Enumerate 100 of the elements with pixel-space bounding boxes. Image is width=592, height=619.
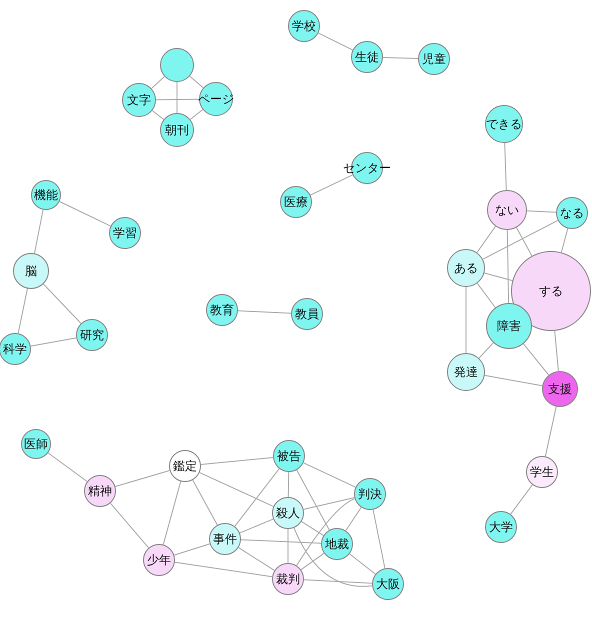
word-circle	[372, 568, 404, 600]
word-label: 地裁	[325, 536, 349, 552]
word-label: 精神	[88, 482, 112, 500]
word-circle	[321, 528, 353, 560]
word-label: 事件	[213, 530, 237, 548]
word-circle	[280, 186, 312, 218]
word-circle	[209, 523, 241, 555]
word-circle	[486, 303, 532, 349]
connector-line	[190, 109, 204, 120]
connector-line	[478, 342, 494, 359]
word-label: 文字	[127, 92, 151, 108]
word-circle	[76, 319, 108, 351]
connector-line	[523, 343, 550, 376]
word-label: 医療	[284, 194, 308, 210]
connector-line	[504, 142, 507, 190]
word-label: 支援	[548, 380, 572, 398]
word-circle	[199, 82, 233, 116]
word-label: 教員	[295, 306, 319, 322]
connector-line	[526, 210, 556, 213]
connector-line	[510, 484, 533, 515]
word-label: 少年	[147, 552, 171, 568]
connector-line	[310, 174, 354, 196]
word-label: センター	[343, 160, 391, 176]
connector-line	[554, 330, 559, 372]
connector-line	[114, 470, 170, 487]
word-circle	[556, 197, 588, 229]
connector-line	[304, 579, 372, 584]
word-circle	[418, 43, 450, 75]
word-label: 発達	[454, 364, 478, 380]
word-label: 大学	[489, 518, 513, 536]
connector-line	[48, 452, 88, 482]
connector-line	[162, 480, 182, 546]
connector-line	[382, 57, 418, 59]
connector-line	[296, 470, 330, 530]
word-circle	[206, 294, 238, 326]
word-circle	[291, 298, 323, 330]
word-label: 鑑定	[173, 458, 197, 474]
word-circle	[447, 249, 485, 287]
word-label: 学習	[113, 224, 137, 242]
word-label: 生徒	[355, 48, 379, 66]
connector-line	[484, 374, 543, 386]
connector-line	[176, 82, 178, 114]
connector-line	[482, 220, 558, 260]
connector-line	[240, 539, 322, 544]
word-label: 脳	[25, 262, 37, 280]
word-label: 児童	[422, 50, 446, 68]
word-circle	[122, 83, 156, 117]
word-circle	[109, 217, 141, 249]
connector-line	[516, 227, 532, 256]
word-label: 機能	[34, 186, 58, 204]
connector-line	[152, 110, 164, 120]
connector-line	[200, 457, 274, 465]
connector-line	[296, 498, 356, 566]
connector-line	[192, 480, 218, 526]
connector-line	[301, 521, 324, 536]
word-circle	[351, 41, 383, 73]
word-circle	[288, 10, 320, 42]
word-circle	[485, 105, 523, 143]
connector-line	[151, 76, 165, 89]
word-circle	[272, 563, 304, 595]
word-label: 医師	[24, 436, 48, 452]
connector-line	[238, 310, 292, 314]
connector-line	[484, 272, 513, 282]
word-circle	[0, 333, 31, 365]
connector-line	[234, 468, 280, 527]
word-label: ない	[495, 202, 519, 218]
connector-line	[476, 226, 496, 253]
connector-line	[199, 472, 274, 507]
word-label: なる	[560, 204, 584, 222]
connector-line	[476, 282, 496, 308]
word-circle	[273, 440, 305, 472]
word-label: 障害	[497, 318, 521, 334]
word-circle	[354, 478, 386, 510]
word-label: 被告	[277, 448, 301, 464]
connector-line	[544, 406, 557, 457]
word-circle	[13, 253, 49, 289]
word-circle	[31, 180, 61, 210]
word-circle	[84, 475, 116, 507]
connector-line	[18, 288, 28, 334]
word-label: 判決	[358, 486, 382, 502]
word-label: 研究	[80, 326, 104, 344]
word-label: 教育	[210, 302, 234, 318]
connector-line	[318, 32, 354, 50]
word-circle	[160, 113, 194, 147]
word-circle	[447, 353, 485, 391]
connector-line	[300, 552, 324, 570]
word-label: 大阪	[376, 576, 400, 592]
word-circle	[160, 48, 194, 82]
connector-line	[34, 209, 44, 254]
connector-line	[174, 543, 210, 556]
connector-line	[294, 527, 373, 587]
connector-line	[110, 502, 150, 548]
word-circle	[542, 371, 578, 407]
word-label: 科学	[3, 340, 27, 358]
connector-line	[30, 337, 77, 347]
connector-line	[372, 509, 386, 569]
word-circle	[272, 497, 304, 529]
word-label: 殺人	[276, 504, 300, 522]
word-circle	[143, 544, 175, 576]
word-label: ある	[454, 260, 478, 276]
